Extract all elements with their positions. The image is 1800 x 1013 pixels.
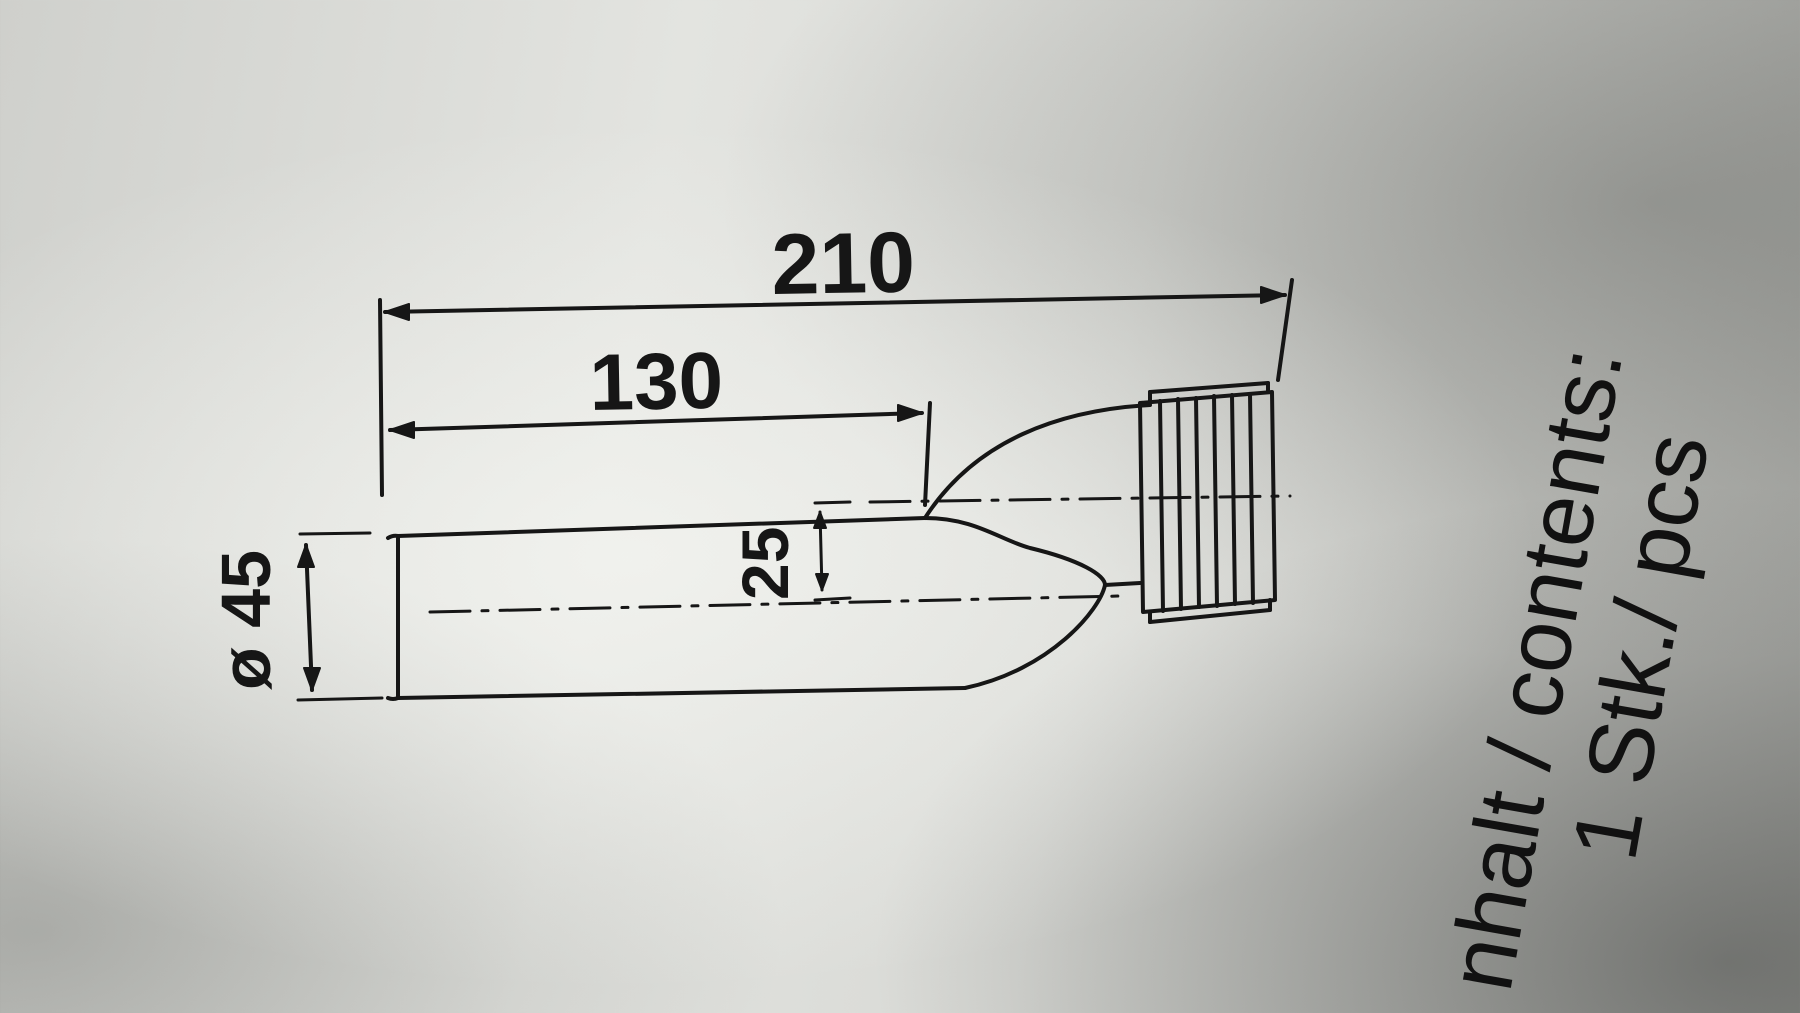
- dimension-line-body: [388, 401, 932, 507]
- dimension-line-diameter: [296, 531, 384, 702]
- threaded-connector: [1138, 381, 1277, 624]
- dimension-label-body: 130: [589, 336, 724, 427]
- dimension-label-diameter: ø 45: [207, 550, 285, 690]
- tube-body: [386, 403, 1152, 701]
- centerlines: [428, 494, 1292, 614]
- dimension-label-offset: 25: [728, 527, 802, 600]
- dimension-label-overall: 210: [771, 215, 916, 313]
- dimension-line-overall: [378, 278, 1294, 497]
- dimension-line-offset: [813, 500, 852, 602]
